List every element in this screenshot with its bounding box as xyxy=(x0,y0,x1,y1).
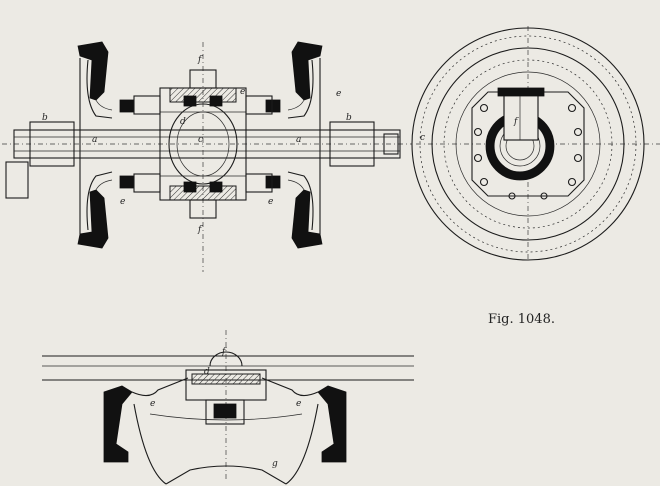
hub-bolts xyxy=(473,103,583,200)
label-e-bottom-view-right: e xyxy=(296,399,301,409)
label-g: g xyxy=(272,459,278,469)
right-wheel xyxy=(287,41,323,249)
front-view: b b a a c d e e e e f f xyxy=(2,41,412,272)
label-e-top-right: e xyxy=(336,89,341,99)
label-f-bottom-top: f xyxy=(221,347,227,357)
figure-caption: Fig. 1048. xyxy=(488,312,555,327)
left-wheel xyxy=(77,41,113,249)
bottom-view: f d g e e xyxy=(42,330,414,485)
label-a-left: a xyxy=(92,135,97,145)
label-e-top-left: e xyxy=(240,87,245,97)
label-a-right: a xyxy=(296,135,301,145)
label-c-left: c xyxy=(420,133,425,143)
bearing-blocks xyxy=(119,95,281,193)
axle xyxy=(5,121,401,199)
label-b-right: b xyxy=(346,113,352,123)
label-f-bottom: f xyxy=(197,225,203,235)
center-hub xyxy=(159,69,247,219)
side-view: c f xyxy=(411,26,660,262)
label-d-center: d xyxy=(180,117,186,127)
label-e-bottom-right: e xyxy=(268,197,273,207)
label-d-bottom: d xyxy=(204,367,210,377)
label-b-left: b xyxy=(42,113,48,123)
label-f-top: f xyxy=(197,55,203,65)
label-c-center: c xyxy=(198,135,203,145)
label-e-bottom-view-left: e xyxy=(150,399,155,409)
label-f-hub: f xyxy=(513,117,519,127)
label-e-bottom-left: e xyxy=(120,197,125,207)
